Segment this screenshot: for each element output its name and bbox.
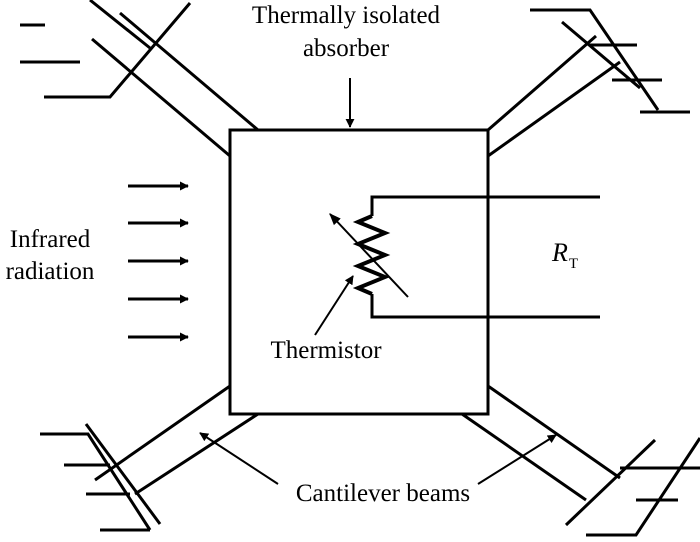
resistance-subscript: T xyxy=(569,256,578,272)
beam-callout-arrow-right xyxy=(477,434,557,485)
anchor-bottom-left xyxy=(40,432,152,532)
absorber-label-line2: absorber xyxy=(303,35,390,62)
variable-resistor-arrow xyxy=(329,213,409,298)
infrared-arrows xyxy=(128,181,189,342)
anchor-bottom-right xyxy=(586,437,700,537)
beam-callout-arrow-left xyxy=(199,432,279,485)
anchor-top-left xyxy=(20,2,192,99)
thermistor-resistor xyxy=(352,214,391,296)
resistance-label: RT xyxy=(551,238,578,272)
cantilever-beam-bottom-right xyxy=(461,384,657,527)
absorber-plate xyxy=(228,128,490,416)
thermistor-label: Thermistor xyxy=(270,337,382,364)
infrared-label-line1: Infrared xyxy=(10,226,91,253)
absorber-label-line1: Thermally isolated xyxy=(252,2,441,29)
cantilever-beam-top-right xyxy=(487,20,641,158)
infrared-label-line2: radiation xyxy=(6,258,95,285)
resistance-symbol: R xyxy=(551,238,568,267)
cantilever-beam-bottom-left xyxy=(84,384,259,525)
thermistor-callout-arrow xyxy=(314,275,354,336)
cantilever-beam-top-left xyxy=(89,0,259,158)
beams-label: Cantilever beams xyxy=(296,480,470,507)
anchor-top-right xyxy=(530,8,690,114)
thermistor-leads xyxy=(370,195,600,319)
